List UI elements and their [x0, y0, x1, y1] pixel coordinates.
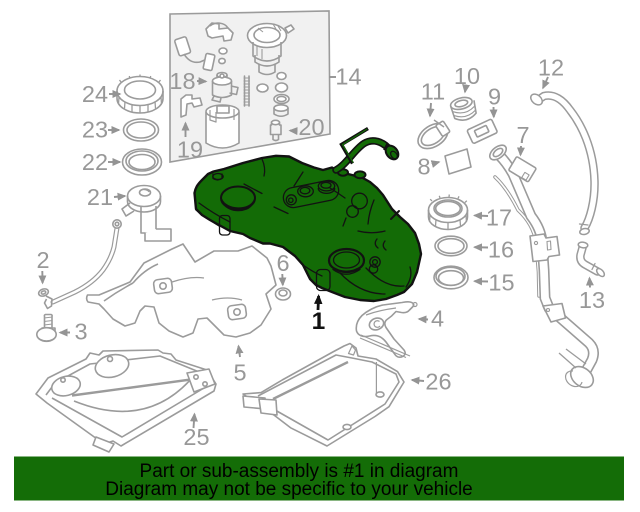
svg-text:11: 11	[421, 79, 445, 105]
svg-text:25: 25	[183, 424, 209, 450]
svg-text:22: 22	[82, 149, 108, 175]
svg-text:Diagram may not be specific to: Diagram may not be specific to your vehi…	[105, 479, 473, 500]
svg-text:3: 3	[74, 319, 87, 345]
svg-text:16: 16	[488, 237, 514, 263]
svg-text:9: 9	[488, 84, 501, 110]
svg-text:1: 1	[312, 308, 326, 335]
svg-text:20: 20	[298, 114, 324, 140]
svg-text:23: 23	[82, 117, 108, 143]
svg-text:24: 24	[82, 81, 108, 107]
svg-text:26: 26	[425, 369, 451, 395]
svg-text:13: 13	[579, 287, 605, 313]
svg-text:21: 21	[87, 184, 113, 210]
svg-text:Part or sub-assembly is #1 in: Part or sub-assembly is #1 in diagram	[140, 461, 459, 482]
svg-text:4: 4	[431, 306, 444, 332]
svg-text:7: 7	[516, 122, 529, 148]
svg-text:6: 6	[276, 250, 289, 276]
svg-text:18: 18	[169, 68, 195, 94]
svg-text:15: 15	[488, 270, 514, 296]
svg-text:12: 12	[538, 55, 564, 81]
svg-text:17: 17	[486, 205, 512, 231]
svg-text:14: 14	[335, 64, 361, 90]
svg-text:19: 19	[177, 137, 203, 163]
svg-text:10: 10	[454, 63, 480, 89]
svg-text:8: 8	[417, 154, 430, 180]
svg-text:5: 5	[233, 360, 246, 386]
svg-text:2: 2	[36, 247, 49, 273]
